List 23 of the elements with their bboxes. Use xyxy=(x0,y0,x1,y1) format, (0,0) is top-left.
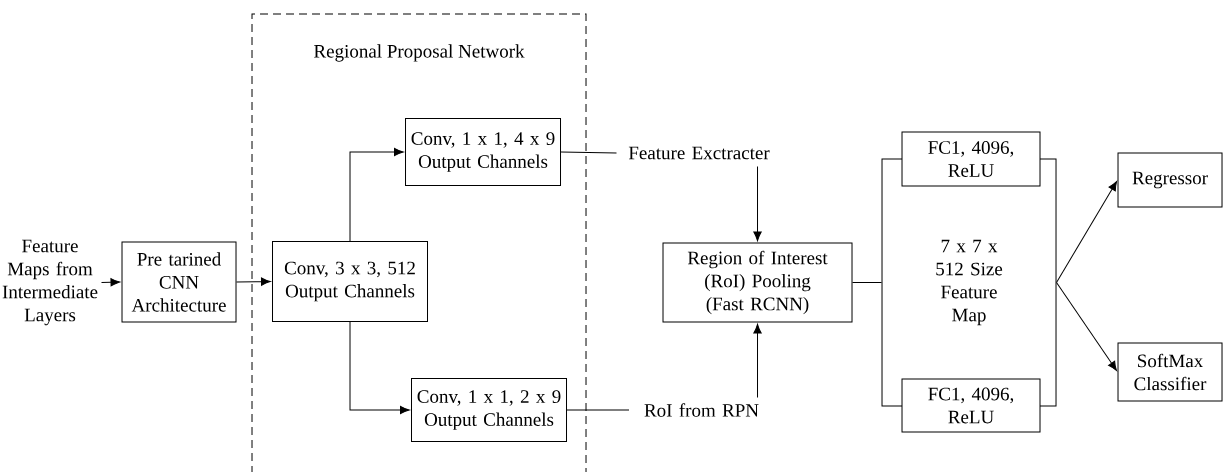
text-label: Feature Exctracter xyxy=(628,146,770,160)
process-box: Region of Interest (RoI) Pooling (Fast RCNN) xyxy=(662,242,853,323)
process-box: SoftMax Classifier xyxy=(1117,342,1223,402)
arrow xyxy=(753,166,762,242)
arrow xyxy=(101,278,121,287)
process-box: FC1, 4096, ReLU xyxy=(901,378,1041,433)
arrow xyxy=(1056,282,1117,371)
arrow xyxy=(349,321,410,415)
arrow xyxy=(1056,181,1118,283)
process-box: Pre tarined CNN Architecture xyxy=(121,241,237,323)
process-box: Conv, 1 x 1, 2 x 9 Output Channels xyxy=(411,378,567,442)
arrow xyxy=(236,277,271,286)
arrow xyxy=(753,323,762,398)
process-box: Regressor xyxy=(1117,152,1223,208)
connector-line xyxy=(560,151,617,154)
connector-line xyxy=(566,409,630,411)
text-label: RoI from RPN xyxy=(644,403,759,417)
process-box: FC1, 4096, ReLU xyxy=(901,131,1041,187)
text-label: Feature Maps from Intermediate Layers xyxy=(2,239,98,326)
arrow xyxy=(349,147,404,242)
process-box: Conv, 1 x 1, 4 x 9 Output Channels xyxy=(405,118,561,186)
process-box: Conv, 3 x 3, 512 Output Channels xyxy=(272,241,428,322)
connector-line xyxy=(852,282,882,283)
